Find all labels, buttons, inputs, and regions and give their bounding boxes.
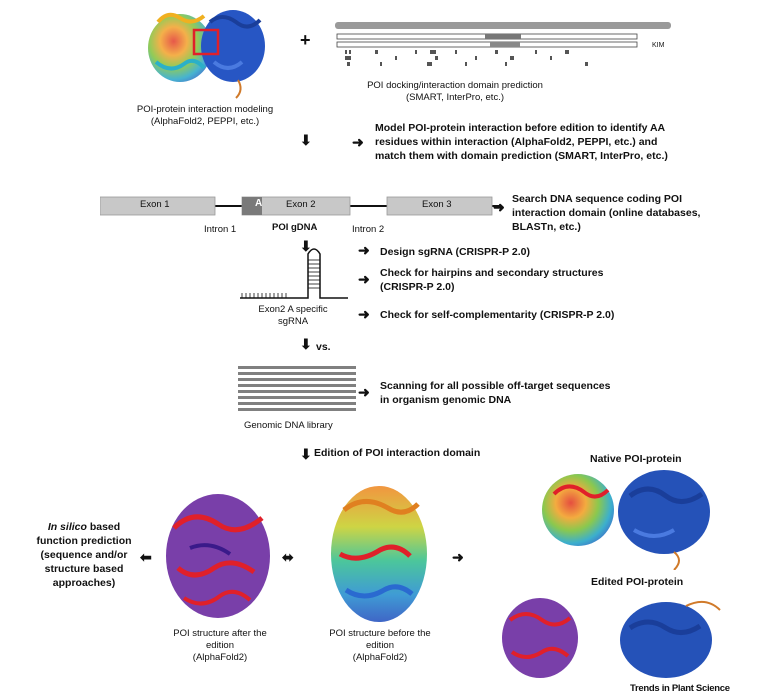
right-arrow-icon: ➜ [352, 134, 364, 150]
exon1-label: Exon 1 [140, 199, 170, 210]
genomic-library [238, 366, 356, 414]
modeling-caption: POI-protein interaction modeling (AlphaF… [136, 104, 274, 127]
down-arrow-icon: ⬇ [300, 132, 312, 148]
step-selfcomp: Check for self-complementarity (CRISPR-P… [380, 309, 615, 321]
edited-title: Edited POI-protein [591, 576, 684, 588]
right-arrow-icon: ➜ [358, 306, 370, 322]
exon3-label: Exon 3 [422, 199, 452, 210]
down-arrow-icon: ⬇ [300, 336, 312, 352]
native-title: Native POI-protein [590, 453, 682, 465]
down-arrow-icon: ⬇ [300, 238, 312, 254]
original-structure-image [324, 480, 434, 628]
domain-prediction-image [335, 22, 675, 74]
edited-structure-image [160, 488, 278, 628]
right-arrow-icon: ➜ [493, 199, 505, 215]
step-search: Search DNA sequence coding POI interacti… [512, 193, 701, 233]
sgrna-caption: Exon2 A specific sgRNA [258, 304, 328, 327]
gene-map [99, 192, 500, 222]
plus-sign: + [300, 30, 311, 50]
native-complex-image [534, 466, 724, 571]
step-edition: Edition of POI interaction domain [314, 447, 481, 459]
after-caption: POI structure after the edition (AlphaFo… [173, 628, 267, 663]
edited-complex-image [496, 590, 726, 682]
right-arrow-icon: ➜ [358, 384, 370, 400]
journal-logo: Trends in Plant Science [630, 683, 730, 694]
before-caption: POI structure before the edition (AlphaF… [329, 628, 431, 663]
step-model: Model POI-protein interaction before edi… [375, 122, 668, 162]
vs-label: vs. [316, 341, 331, 353]
down-arrow-icon: ⬇ [300, 446, 312, 462]
protein-complex-image [128, 2, 278, 100]
step-design: Design sgRNA (CRISPR-P 2.0) [380, 246, 530, 258]
library-caption: Genomic DNA library [244, 420, 333, 431]
insilico-text: In silico based function prediction (seq… [36, 521, 132, 589]
gdna-label: POI gDNA [272, 222, 318, 233]
intron2-label: Intron 2 [352, 224, 385, 235]
left-arrow-icon: ⬅ [140, 549, 152, 565]
right-arrow-icon: ➜ [452, 549, 464, 565]
docking-caption: POI docking/interaction domain predictio… [367, 80, 543, 103]
region-a-label: A [255, 198, 263, 209]
step-hairpins: Check for hairpins and secondary structu… [380, 267, 604, 293]
step-scanning: Scanning for all possible off-target seq… [380, 380, 611, 406]
domain-label-kim: KIM [652, 42, 665, 49]
sgrna-hairpin [236, 242, 356, 302]
intron1-label: Intron 1 [204, 224, 237, 235]
double-arrow-icon: ⬌ [282, 549, 294, 565]
right-arrow-icon: ➜ [358, 242, 370, 258]
exon2-label: Exon 2 [286, 199, 316, 210]
right-arrow-icon: ➜ [358, 271, 370, 287]
